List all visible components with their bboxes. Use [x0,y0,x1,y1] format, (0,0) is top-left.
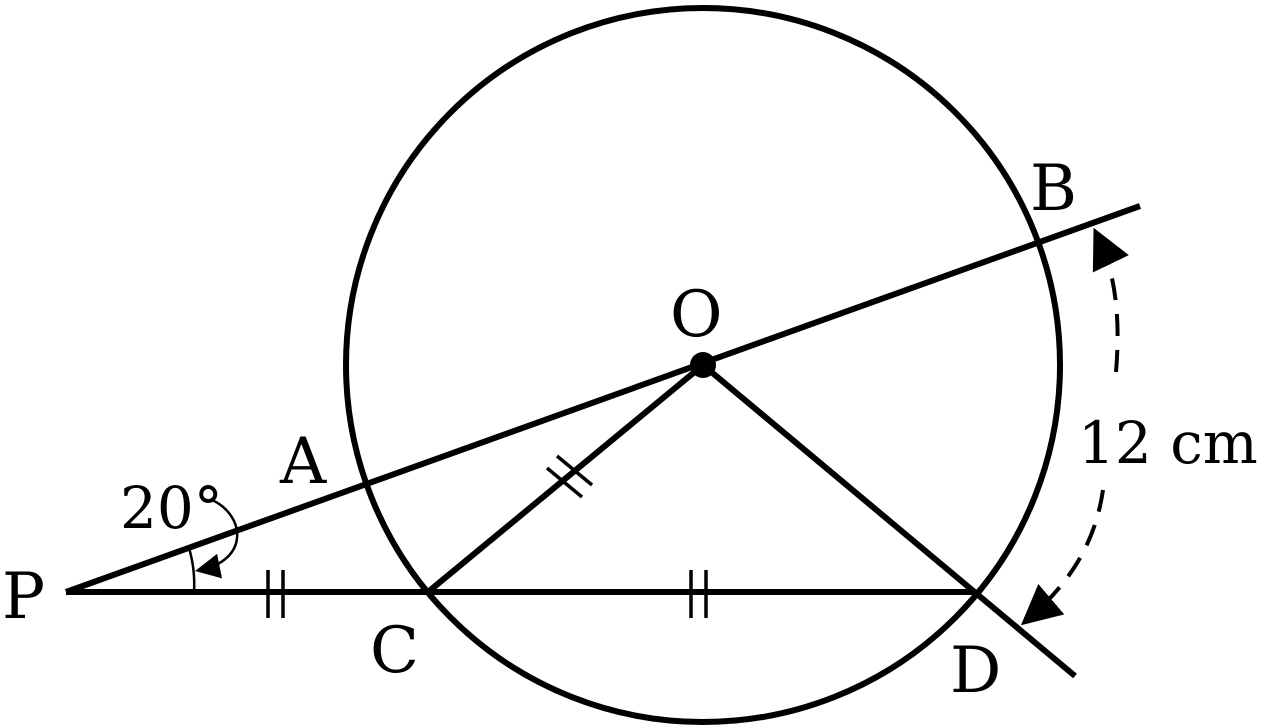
segment-oc [426,362,705,595]
segment-od-extended [701,362,1077,679]
label-b: B [1030,152,1077,226]
label-a: A [279,425,327,499]
angle-pointer-arrow [195,498,239,579]
label-o: O [670,278,722,352]
tick-marks-cd [689,570,708,618]
tick-marks-oc [545,454,594,499]
label-d: D [950,634,1001,708]
arc-length-arrow-lower [1020,489,1105,626]
circle [343,5,1063,725]
arc-length-arrow [1092,227,1129,373]
center-point-o [690,352,716,378]
label-p: P [2,560,45,634]
label-c: C [370,614,419,688]
tick-marks-pc [266,570,285,618]
arc-length-label: 12 cm [1078,409,1258,477]
secant-pb [64,203,1142,595]
angle-label: 20° [120,474,223,542]
angle-arc-p [187,547,196,593]
